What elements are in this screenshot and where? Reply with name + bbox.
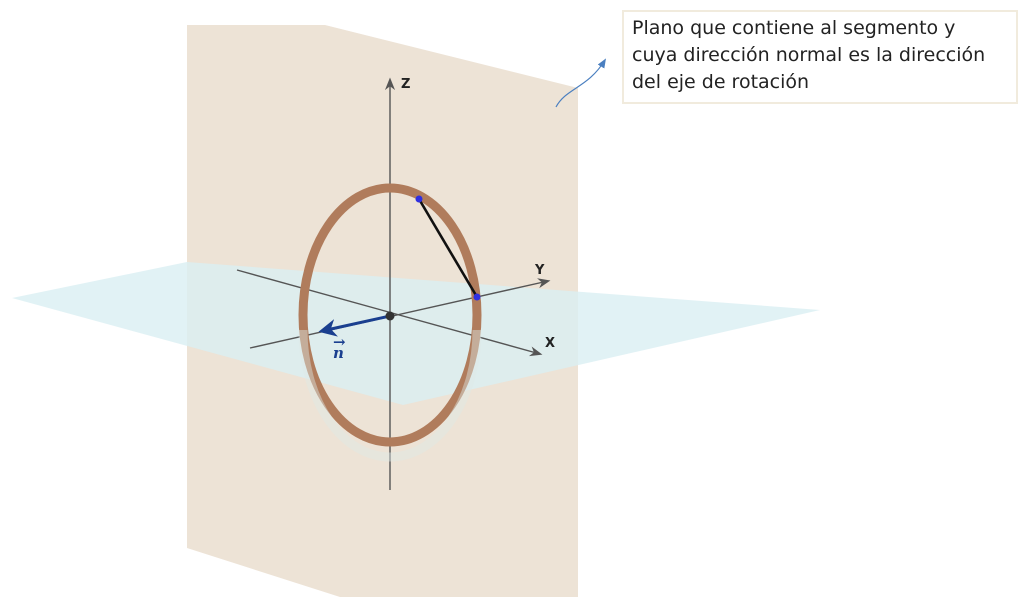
y-axis-label: Y xyxy=(534,263,545,278)
rotation-ring xyxy=(298,183,482,447)
segment xyxy=(417,198,479,298)
callout-arrow xyxy=(555,58,606,108)
annotation-line-2: cuya dirección normal es la dirección xyxy=(632,44,986,66)
x-axis-label: X xyxy=(545,336,555,351)
rotation-ring-submerged xyxy=(298,329,482,462)
plane-annotation-callout: Plano que contiene al segmento y cuya di… xyxy=(622,10,1018,104)
horizontal-plane xyxy=(12,262,820,405)
segment-endpoint-bottom xyxy=(473,293,481,301)
normal-vector-arrow-accent: → xyxy=(333,333,346,351)
annotation-line-3: del eje de rotación xyxy=(632,71,810,93)
normal-vector-label: n xyxy=(333,344,344,362)
normal-vector-arrow xyxy=(318,314,391,337)
annotation-line-1: Plano que contiene al segmento y xyxy=(632,17,956,39)
z-axis-label: Z xyxy=(401,77,410,92)
segment-endpoint-top xyxy=(415,195,423,203)
origin-point xyxy=(385,311,395,321)
y-axis xyxy=(249,278,551,349)
